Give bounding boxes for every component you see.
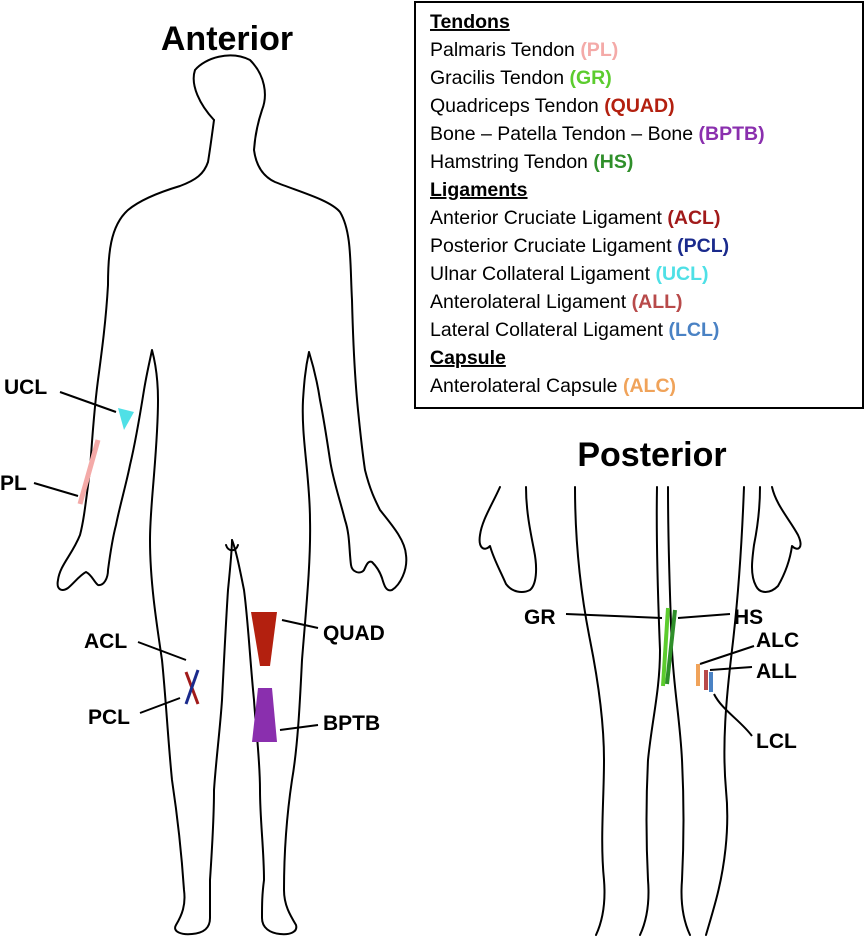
legend-item: Lateral Collateral Ligament (LCL)	[430, 319, 719, 341]
legend-box	[414, 1, 864, 409]
legend-item: Anterior Cruciate Ligament (ACL)	[430, 207, 720, 229]
legend-item-abbr: (ALL)	[632, 291, 683, 313]
legend-item: Anterolateral Capsule (ALC)	[430, 375, 676, 397]
pl-marker	[77, 439, 101, 505]
legend-item: Bone – Patella Tendon – Bone (BPTB)	[430, 123, 765, 145]
legend-item-name: Posterior Cruciate Ligament	[430, 235, 677, 257]
leader-lines	[33, 391, 755, 737]
legend-item-name: Anterior Cruciate Ligament	[430, 207, 667, 229]
legend-item: Palmaris Tendon (PL)	[430, 39, 618, 61]
legend-item-name: Anterolateral Ligament	[430, 291, 632, 313]
legend-item: Anterolateral Ligament (ALL)	[430, 291, 683, 313]
legend-item-abbr: (LCL)	[668, 319, 719, 341]
quad-label: QUAD	[323, 622, 385, 645]
gr-label: GR	[524, 606, 556, 629]
legend-item-abbr: (ACL)	[667, 207, 720, 229]
lcl-label: LCL	[756, 730, 797, 753]
all-label: ALL	[756, 660, 797, 683]
posterior-title: Posterior	[577, 436, 726, 474]
gr-marker	[661, 607, 670, 687]
legend-item-name: Anterolateral Capsule	[430, 375, 623, 397]
bptb-marker	[252, 688, 277, 742]
legend-item: Quadriceps Tendon (QUAD)	[430, 95, 675, 117]
legend-item-name: Palmaris Tendon	[430, 39, 580, 61]
legend-item: Posterior Cruciate Ligament (PCL)	[430, 235, 729, 257]
legend-item: Ulnar Collateral Ligament (UCL)	[430, 263, 709, 285]
legend-item-name: Lateral Collateral Ligament	[430, 319, 668, 341]
legend-item-name: Bone – Patella Tendon – Bone	[430, 123, 699, 145]
legend-item-abbr: (PCL)	[677, 235, 729, 257]
legend-item-abbr: (UCL)	[655, 263, 708, 285]
legend-heading: Tendons	[430, 11, 510, 33]
legend-item-name: Ulnar Collateral Ligament	[430, 263, 655, 285]
legend-item-abbr: (BPTB)	[699, 123, 765, 145]
ucl-label: UCL	[4, 376, 47, 399]
legend-item-abbr: (HS)	[593, 151, 633, 173]
quad-marker	[251, 612, 277, 666]
alc-label: ALC	[756, 629, 799, 652]
pcl-label: PCL	[88, 706, 130, 729]
legend-item-abbr: (QUAD)	[604, 95, 674, 117]
legend-item-abbr: (ALC)	[623, 375, 676, 397]
legend-item-name: Hamstring Tendon	[430, 151, 593, 173]
legend-item-abbr: (GR)	[569, 67, 611, 89]
hs-label: HS	[734, 606, 763, 629]
legend-heading: Capsule	[430, 347, 506, 369]
legend-item: Gracilis Tendon (GR)	[430, 67, 612, 89]
anterior-title: Anterior	[161, 20, 293, 58]
ucl-marker	[118, 408, 134, 430]
legend-item: Hamstring Tendon (HS)	[430, 151, 633, 173]
legend-item-name: Quadriceps Tendon	[430, 95, 604, 117]
bptb-label: BPTB	[323, 712, 380, 735]
posterior-body-outline	[478, 486, 802, 936]
legend-item-name: Gracilis Tendon	[430, 67, 569, 89]
legend-heading: Ligaments	[430, 179, 528, 201]
pcl-marker	[184, 669, 200, 705]
legend-item-abbr: (PL)	[580, 39, 618, 61]
anterior-body-outline	[56, 54, 408, 936]
hs-marker	[665, 609, 677, 685]
pl-label: PL	[0, 472, 27, 495]
acl-label: ACL	[84, 630, 127, 653]
